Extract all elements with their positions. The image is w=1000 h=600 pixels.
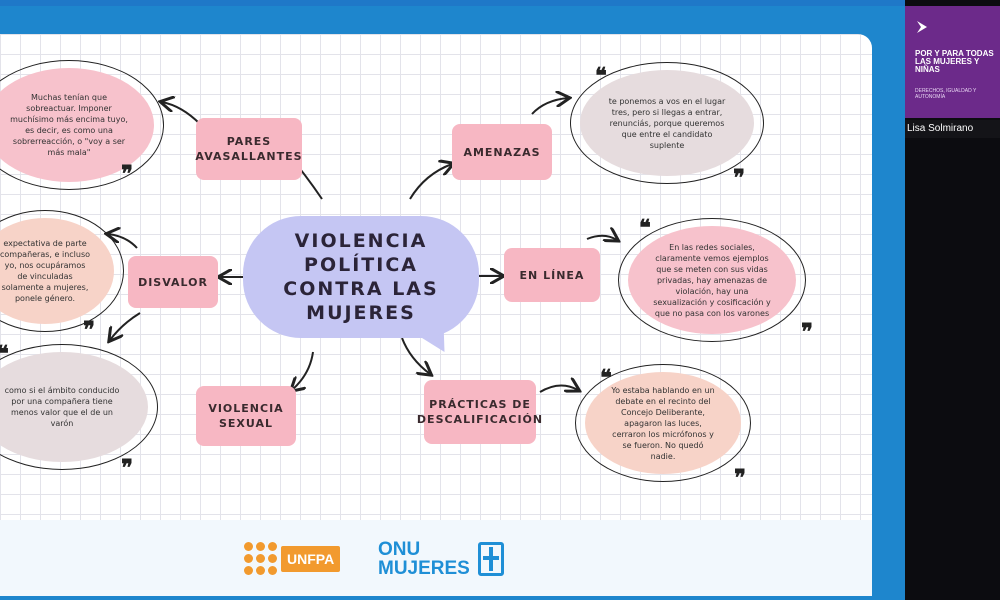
- arrow-to-practicas: [401, 337, 430, 374]
- quote-close-mark: ❞: [734, 465, 746, 491]
- top-bar: [0, 0, 1000, 6]
- quote-amenazas-text: te ponemos a vos en el lugar tres, pero …: [608, 96, 726, 150]
- participant-tile-banner[interactable]: POR Y PARA TODAS LAS MUJERES Y NIÑAS DER…: [905, 6, 1000, 118]
- arrow-disvalor-quote-top: [108, 234, 138, 249]
- bottom-bar: [0, 596, 905, 600]
- quote-linea-text: En las redes sociales, claramente vemos …: [653, 242, 771, 318]
- quote-disvalor-text: expectativa de parte compañeras, e inclu…: [0, 239, 91, 303]
- category-disvalor: DISVALOR: [128, 256, 218, 308]
- quote-open-mark: ❝: [600, 365, 612, 391]
- venus-symbol-icon: [477, 542, 504, 576]
- category-pares: PARES AVASALLANTES: [195, 118, 302, 180]
- quote-linea: En las redes sociales, claramente vemos …: [618, 215, 813, 343]
- category-linea: EN LÍNEA: [504, 248, 600, 302]
- quote-pares-text: Muchas tenían que sobreactuar. Imponer m…: [10, 93, 128, 157]
- presentation-stage: Muchas tenían que sobreactuar. Imponer m…: [0, 6, 905, 596]
- quote-amenazas: te ponemos a vos en el lugar tres, pero …: [570, 62, 764, 189]
- arrow-amenazas-quote: [531, 98, 568, 115]
- quote-open-mark: ❝: [595, 63, 607, 89]
- banner-title: POR Y PARA TODAS LAS MUJERES Y NIÑAS: [915, 49, 994, 74]
- quote-practicas: Yo estaba hablando en un debate en el re…: [575, 364, 751, 489]
- quote-open-mark: ❝: [639, 215, 651, 241]
- category-sexual: VIOLENCIA SEXUAL: [196, 386, 296, 446]
- category-practicas: PRÁCTICAS DE DESCALIFICACIÓN: [417, 380, 542, 444]
- quote-sexual-text: como si el ámbito conducido por una comp…: [4, 386, 120, 428]
- quote-sexual: como si el ámbito conducido por una comp…: [0, 341, 158, 479]
- quote-disvalor: expectativa de parte compañeras, e inclu…: [0, 210, 124, 341]
- quote-close-mark: ❞: [121, 455, 133, 481]
- arrow-pares-quote: [162, 102, 201, 125]
- quote-practicas-text: Yo estaba hablando en un debate en el re…: [611, 385, 715, 461]
- quote-close-mark: ❞: [733, 165, 745, 191]
- arrow-to-amenazas: [409, 164, 452, 200]
- mujeres-label: MUJERES: [378, 558, 470, 579]
- quote-pares: Muchas tenían que sobreactuar. Imponer m…: [0, 60, 164, 190]
- arrow-practicas-quote: [539, 385, 578, 393]
- banner-subtitle: DERECHOS, IGUALDAD Y AUTONOMÍA: [915, 88, 977, 100]
- speaker-name-tag: Lisa Solmirano: [905, 120, 1000, 138]
- speaker-name: Lisa Solmirano: [907, 123, 974, 134]
- chevron-logo-icon: [917, 21, 927, 33]
- center-title: VIOLENCIA POLÍTICA CONTRA LAS MUJERES: [283, 230, 439, 324]
- quote-open-mark: ❝: [0, 341, 9, 367]
- slide: Muchas tenían que sobreactuar. Imponer m…: [0, 34, 872, 520]
- unfpa-logo: UNFPA: [244, 542, 341, 575]
- onu-mujeres-logo: ONU MUJERES: [378, 540, 504, 578]
- arrow-to-sexual: [292, 351, 314, 390]
- slide-footer: UNFPA ONU MUJERES: [0, 520, 872, 596]
- quote-close-mark: ❞: [83, 317, 95, 343]
- quote-close-mark: ❞: [801, 319, 813, 345]
- onu-label: ONU: [378, 539, 421, 560]
- quote-close-mark: ❞: [121, 161, 133, 187]
- category-amenazas: AMENAZAS: [452, 124, 552, 180]
- arrow-linea-quote: [586, 236, 617, 240]
- unfpa-label: UNFPA: [281, 545, 341, 572]
- center-bubble: VIOLENCIA POLÍTICA CONTRA LAS MUJERES: [243, 216, 479, 338]
- unfpa-dots-icon: [244, 542, 277, 575]
- arrow-disvalor-quote-bottom: [110, 312, 141, 340]
